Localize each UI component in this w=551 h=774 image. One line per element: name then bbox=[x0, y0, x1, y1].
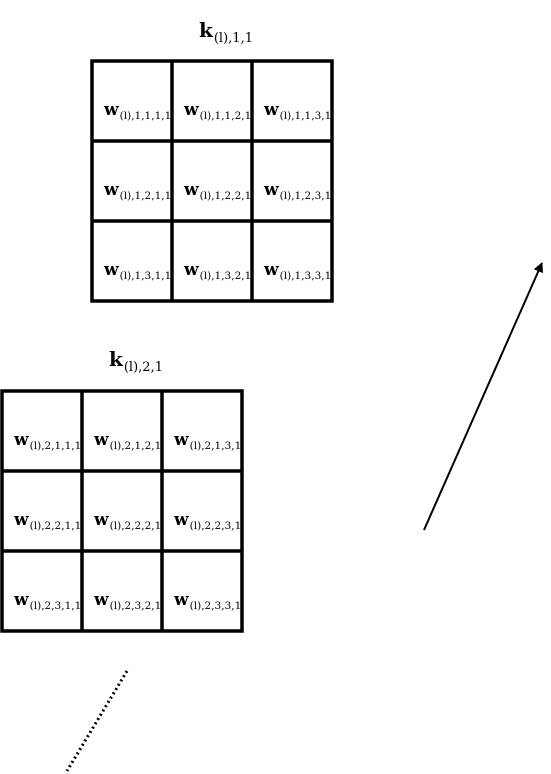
weight-symbol: w bbox=[104, 180, 119, 200]
weight-subscript: (l),2,3,3,1 bbox=[189, 600, 242, 612]
weight-subscript: (l),2,2,3,1 bbox=[189, 520, 242, 532]
weight-cell-label: w(l),1,1,3,1 bbox=[264, 100, 332, 122]
weight-symbol: w bbox=[264, 180, 279, 200]
weight-symbol: w bbox=[94, 510, 109, 530]
weight-symbol: w bbox=[184, 180, 199, 200]
weight-symbol: w bbox=[14, 430, 29, 450]
kernel-grid-k1 bbox=[90, 59, 334, 303]
weight-subscript: (l),2,3,2,1 bbox=[109, 600, 162, 612]
weight-cell-label: w(l),2,1,1,1 bbox=[14, 430, 82, 452]
weight-symbol: w bbox=[184, 100, 199, 120]
weight-subscript: (l),1,2,2,1 bbox=[199, 190, 252, 202]
weight-symbol: w bbox=[14, 510, 29, 530]
weight-cell-label: w(l),2,2,3,1 bbox=[174, 510, 242, 532]
weight-cell-label: w(l),2,3,1,1 bbox=[14, 590, 82, 612]
kernel-grid-k1-border bbox=[90, 59, 334, 303]
weight-symbol: w bbox=[174, 430, 189, 450]
weight-subscript: (l),2,2,2,1 bbox=[109, 520, 162, 532]
weight-cell-label: w(l),2,3,3,1 bbox=[174, 590, 242, 612]
weight-subscript: (l),1,3,2,1 bbox=[199, 270, 252, 282]
weight-symbol: w bbox=[104, 100, 119, 120]
weight-subscript: (l),1,2,3,1 bbox=[279, 190, 332, 202]
weight-cell-label: w(l),1,3,1,1 bbox=[104, 260, 172, 282]
weight-subscript: (l),2,1,3,1 bbox=[189, 440, 242, 452]
weight-cell-label: w(l),1,3,3,1 bbox=[264, 260, 332, 282]
weight-subscript: (l),2,2,1,1 bbox=[29, 520, 82, 532]
weight-symbol: w bbox=[94, 590, 109, 610]
weight-symbol: w bbox=[174, 590, 189, 610]
weight-subscript: (l),2,1,1,1 bbox=[29, 440, 82, 452]
weight-cell-label: w(l),1,1,2,1 bbox=[184, 100, 252, 122]
kernel-title-k1: k(l),1,1 bbox=[199, 18, 253, 45]
weight-cell-label: w(l),1,2,1,1 bbox=[104, 180, 172, 202]
dotted-continuation-line bbox=[65, 670, 129, 772]
weight-subscript: (l),1,3,3,1 bbox=[279, 270, 332, 282]
weight-symbol: w bbox=[104, 260, 119, 280]
kernel-symbol: k bbox=[109, 347, 123, 371]
weight-subscript: (l),1,1,3,1 bbox=[279, 110, 332, 122]
weight-cell-label: w(l),2,2,1,1 bbox=[14, 510, 82, 532]
weight-symbol: w bbox=[94, 430, 109, 450]
weight-cell-label: w(l),2,3,2,1 bbox=[94, 590, 162, 612]
weight-subscript: (l),1,1,1,1 bbox=[119, 110, 172, 122]
weight-symbol: w bbox=[184, 260, 199, 280]
kernel-grid-k2 bbox=[0, 389, 244, 633]
weight-cell-label: w(l),1,1,1,1 bbox=[104, 100, 172, 122]
weight-symbol: w bbox=[14, 590, 29, 610]
weight-subscript: (l),2,3,1,1 bbox=[29, 600, 82, 612]
weight-subscript: (l),1,1,2,1 bbox=[199, 110, 252, 122]
weight-symbol: w bbox=[264, 100, 279, 120]
arrow bbox=[423, 262, 543, 531]
weight-symbol: w bbox=[264, 260, 279, 280]
weight-cell-label: w(l),1,2,2,1 bbox=[184, 180, 252, 202]
kernel-subscript: (l),1,1 bbox=[213, 31, 253, 46]
weight-subscript: (l),1,2,1,1 bbox=[119, 190, 172, 202]
weight-cell-label: w(l),2,1,3,1 bbox=[174, 430, 242, 452]
weight-cell-label: w(l),1,3,2,1 bbox=[184, 260, 252, 282]
weight-symbol: w bbox=[174, 510, 189, 530]
weight-cell-label: w(l),1,2,3,1 bbox=[264, 180, 332, 202]
weight-cell-label: w(l),2,1,2,1 bbox=[94, 430, 162, 452]
kernel-grid-k2-border bbox=[0, 389, 244, 633]
weight-subscript: (l),1,3,1,1 bbox=[119, 270, 172, 282]
kernel-symbol: k bbox=[199, 18, 213, 42]
weight-subscript: (l),2,1,2,1 bbox=[109, 440, 162, 452]
kernel-subscript: (l),2,1 bbox=[123, 360, 163, 375]
weight-cell-label: w(l),2,2,2,1 bbox=[94, 510, 162, 532]
kernel-title-k2: k(l),2,1 bbox=[109, 347, 163, 374]
